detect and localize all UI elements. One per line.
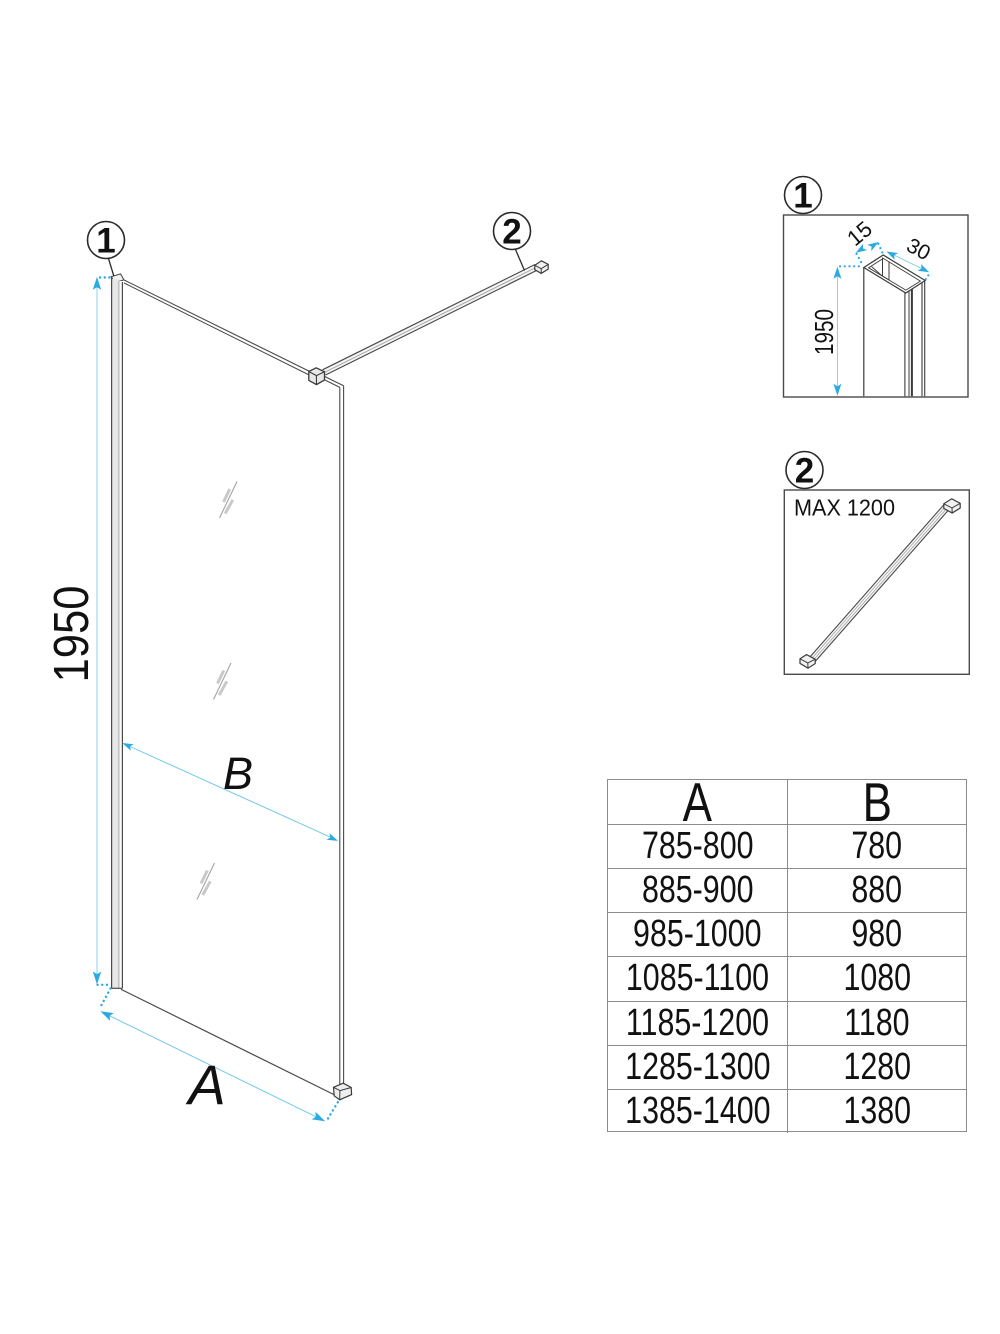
svg-text:1950: 1950: [45, 586, 99, 683]
svg-text:1950: 1950: [809, 309, 839, 355]
svg-text:B: B: [223, 748, 253, 799]
svg-text:2: 2: [795, 452, 814, 491]
svg-text:1: 1: [793, 177, 812, 216]
svg-text:A: A: [185, 1053, 225, 1116]
svg-text:1: 1: [96, 222, 115, 261]
svg-text:MAX 1200: MAX 1200: [794, 495, 895, 521]
svg-text:2: 2: [502, 213, 521, 252]
